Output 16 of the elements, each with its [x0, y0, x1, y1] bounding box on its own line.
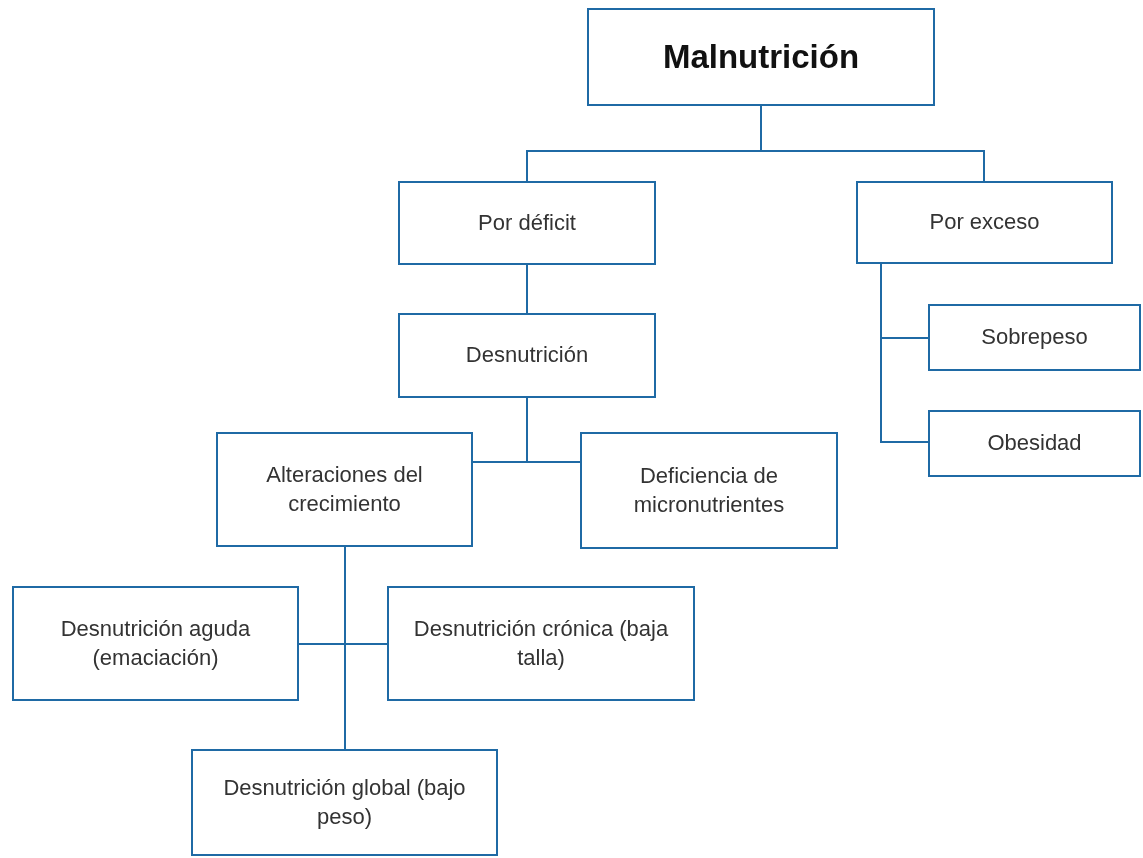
connector-line — [526, 397, 581, 463]
title-box: Malnutrición — [587, 8, 935, 106]
category-box: Obesidad — [928, 410, 1141, 477]
category-box: Desnutrición — [398, 313, 656, 398]
connector-line — [760, 105, 985, 182]
category-box: Deficiencia de micronutrientes — [580, 432, 838, 549]
category-box: Por exceso — [856, 181, 1113, 264]
category-box: Alteraciones del crecimiento — [216, 432, 473, 547]
connector-line — [344, 546, 346, 750]
category-box: Desnutrición crónica (baja talla) — [387, 586, 695, 701]
connector-line — [880, 263, 929, 443]
category-box: Por déficit — [398, 181, 656, 265]
category-box: Sobrepeso — [928, 304, 1141, 371]
category-box: Desnutrición aguda (emaciación) — [12, 586, 299, 701]
category-box: Desnutrición global (bajo peso) — [191, 749, 498, 856]
connector-line — [526, 264, 528, 314]
